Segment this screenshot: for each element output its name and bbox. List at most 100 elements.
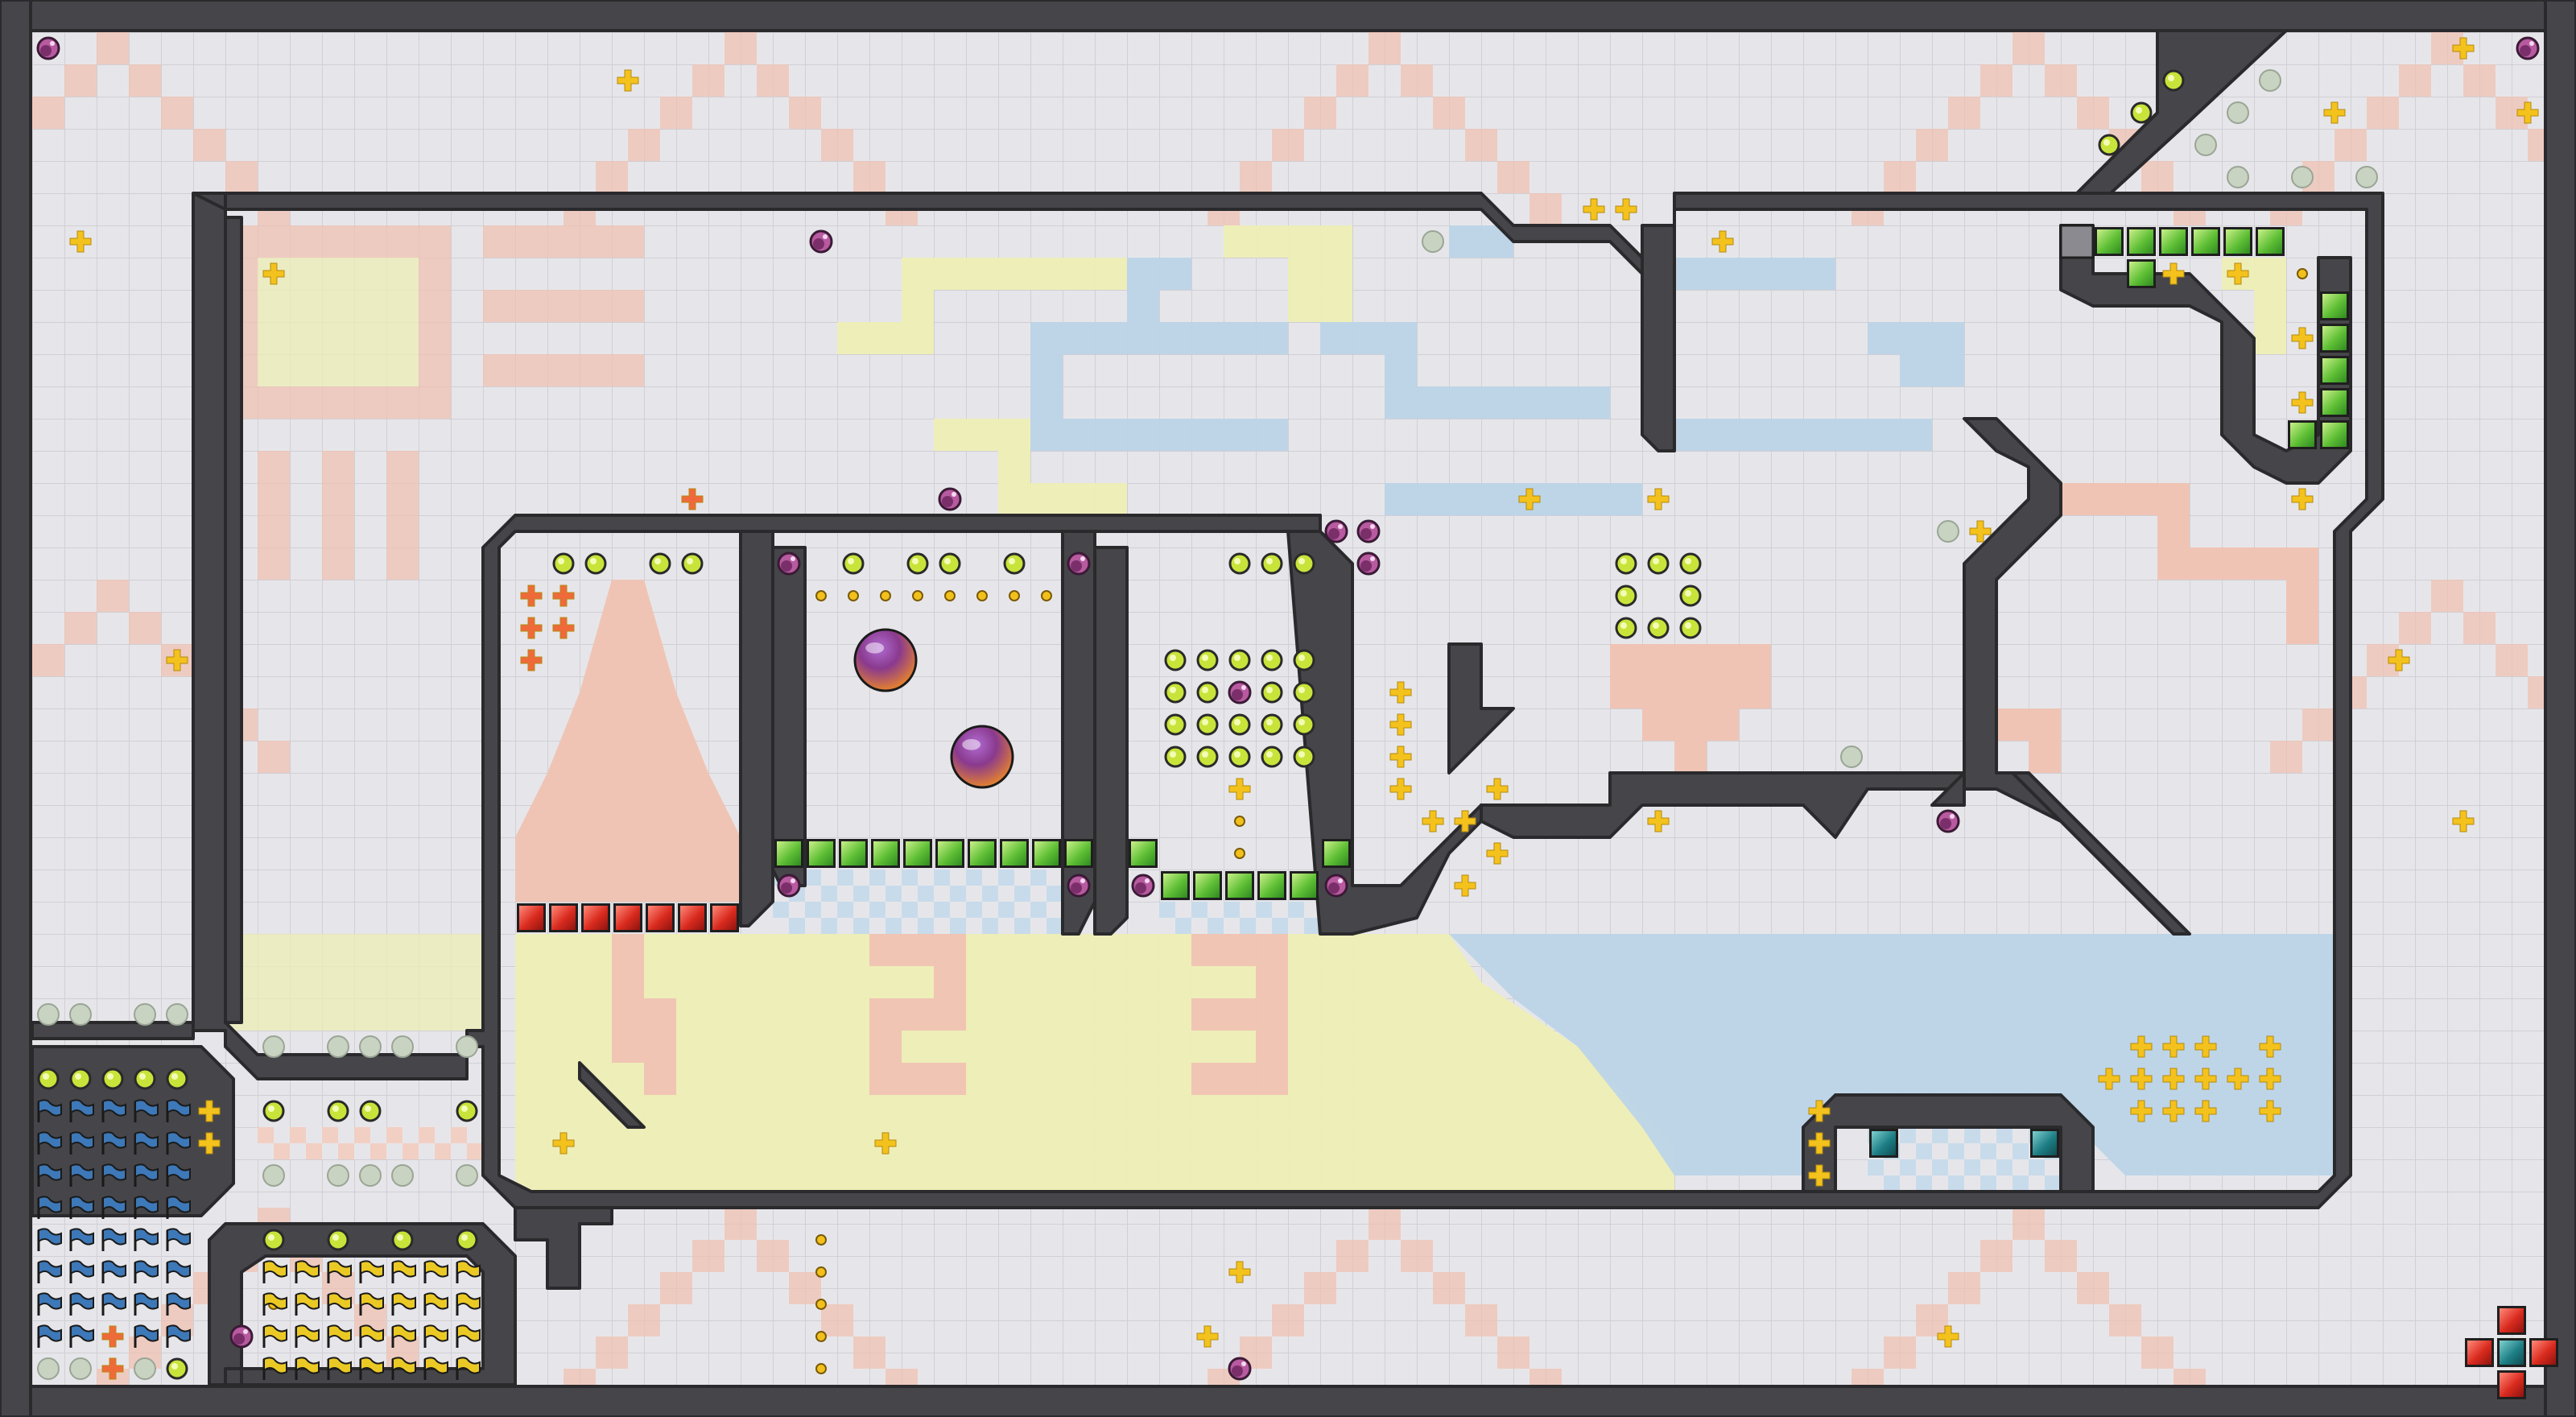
gem-icon[interactable] bbox=[777, 552, 801, 576]
gem-icon[interactable] bbox=[1131, 874, 1155, 898]
gem-icon[interactable] bbox=[809, 229, 833, 254]
cross-pickup-icon[interactable] bbox=[101, 1325, 124, 1348]
yellow-flag-icon[interactable] bbox=[295, 1292, 320, 1316]
plus-pickup-icon[interactable] bbox=[198, 1132, 221, 1155]
plus-pickup-icon[interactable] bbox=[1808, 1164, 1831, 1187]
gem-icon[interactable] bbox=[1228, 1357, 1252, 1381]
yellow-flag-icon[interactable] bbox=[456, 1292, 481, 1316]
blue-flag-icon[interactable] bbox=[101, 1196, 126, 1219]
green-block-icon[interactable] bbox=[2320, 324, 2349, 353]
blue-flag-icon[interactable] bbox=[101, 1292, 126, 1316]
plus-pickup-icon[interactable] bbox=[874, 1132, 897, 1155]
plus-pickup-icon[interactable] bbox=[1808, 1100, 1831, 1122]
blue-flag-icon[interactable] bbox=[69, 1131, 94, 1155]
plus-pickup-icon[interactable] bbox=[2291, 488, 2314, 510]
coin-icon[interactable] bbox=[456, 1100, 478, 1122]
coin-icon[interactable] bbox=[1261, 746, 1283, 768]
coin-icon[interactable] bbox=[1615, 617, 1637, 639]
coin-icon[interactable] bbox=[1293, 746, 1315, 768]
coin-icon[interactable] bbox=[1164, 649, 1187, 671]
coin-icon[interactable] bbox=[1164, 746, 1187, 768]
green-block-icon[interactable] bbox=[839, 839, 868, 868]
coin-icon[interactable] bbox=[1679, 617, 1702, 639]
green-block-icon[interactable] bbox=[968, 839, 997, 868]
gem-icon[interactable] bbox=[229, 1324, 254, 1349]
blue-flag-icon[interactable] bbox=[134, 1228, 159, 1251]
red-block-icon[interactable] bbox=[581, 903, 610, 932]
yellow-flag-icon[interactable] bbox=[391, 1357, 416, 1380]
green-block-icon[interactable] bbox=[2223, 227, 2252, 256]
yellow-flag-icon[interactable] bbox=[262, 1357, 287, 1380]
plus-pickup-icon[interactable] bbox=[2162, 262, 2185, 285]
green-block-icon[interactable] bbox=[2127, 227, 2156, 256]
green-block-icon[interactable] bbox=[2095, 227, 2124, 256]
plus-pickup-icon[interactable] bbox=[1389, 681, 1412, 704]
dot-icon[interactable] bbox=[976, 590, 988, 601]
green-block-icon[interactable] bbox=[1032, 839, 1061, 868]
dot-icon[interactable] bbox=[912, 590, 923, 601]
coin-icon[interactable] bbox=[2098, 134, 2120, 156]
plus-pickup-icon[interactable] bbox=[2516, 101, 2539, 124]
plus-pickup-icon[interactable] bbox=[166, 649, 188, 671]
blue-flag-icon[interactable] bbox=[166, 1260, 191, 1283]
coin-icon[interactable] bbox=[1228, 649, 1251, 671]
coin-icon[interactable] bbox=[456, 1229, 478, 1251]
plus-pickup-icon[interactable] bbox=[1969, 520, 1992, 543]
plus-pickup-icon[interactable] bbox=[2259, 1100, 2281, 1122]
green-block-icon[interactable] bbox=[1322, 839, 1351, 868]
dot-icon[interactable] bbox=[880, 590, 891, 601]
plus-pickup-icon[interactable] bbox=[1454, 874, 1476, 897]
blue-flag-icon[interactable] bbox=[166, 1196, 191, 1219]
gem-icon[interactable] bbox=[938, 487, 962, 511]
red-block-icon[interactable] bbox=[517, 903, 546, 932]
dot-icon[interactable] bbox=[1041, 590, 1052, 601]
plus-pickup-icon[interactable] bbox=[2259, 1068, 2281, 1090]
yellow-flag-icon[interactable] bbox=[391, 1324, 416, 1348]
yellow-flag-icon[interactable] bbox=[359, 1260, 384, 1283]
coin-icon[interactable] bbox=[1293, 649, 1315, 671]
coin-icon[interactable] bbox=[37, 1068, 60, 1090]
plus-pickup-icon[interactable] bbox=[69, 230, 92, 253]
yellow-flag-icon[interactable] bbox=[327, 1292, 352, 1316]
dot-icon[interactable] bbox=[944, 590, 956, 601]
yellow-flag-icon[interactable] bbox=[295, 1324, 320, 1348]
blue-flag-icon[interactable] bbox=[37, 1292, 62, 1316]
plus-pickup-icon[interactable] bbox=[2388, 649, 2410, 671]
blue-flag-icon[interactable] bbox=[69, 1260, 94, 1283]
yellow-flag-icon[interactable] bbox=[423, 1260, 448, 1283]
plus-pickup-icon[interactable] bbox=[2291, 327, 2314, 349]
coin-icon[interactable] bbox=[1261, 713, 1283, 736]
dot-icon[interactable] bbox=[815, 1331, 827, 1342]
coin-icon[interactable] bbox=[1679, 585, 1702, 607]
plus-pickup-icon[interactable] bbox=[198, 1100, 221, 1122]
yellow-flag-icon[interactable] bbox=[359, 1324, 384, 1348]
green-block-icon[interactable] bbox=[2288, 420, 2317, 449]
plus-pickup-icon[interactable] bbox=[2323, 101, 2346, 124]
teal-block-icon[interactable] bbox=[2030, 1129, 2059, 1158]
coin-icon[interactable] bbox=[1615, 552, 1637, 575]
yellow-flag-icon[interactable] bbox=[262, 1292, 287, 1316]
blue-flag-icon[interactable] bbox=[37, 1163, 62, 1187]
green-block-icon[interactable] bbox=[2320, 356, 2349, 385]
blue-flag-icon[interactable] bbox=[101, 1260, 126, 1283]
blue-flag-icon[interactable] bbox=[166, 1163, 191, 1187]
coin-icon[interactable] bbox=[552, 552, 575, 575]
coin-icon[interactable] bbox=[1196, 713, 1219, 736]
cross-pickup-icon[interactable] bbox=[520, 649, 543, 671]
dot-icon[interactable] bbox=[815, 590, 827, 601]
coin-icon[interactable] bbox=[134, 1068, 156, 1090]
dot-icon[interactable] bbox=[2297, 268, 2308, 279]
blue-flag-icon[interactable] bbox=[69, 1228, 94, 1251]
coin-icon[interactable] bbox=[359, 1100, 382, 1122]
green-block-icon[interactable] bbox=[903, 839, 932, 868]
coin-icon[interactable] bbox=[101, 1068, 124, 1090]
teal-block-icon[interactable] bbox=[1869, 1129, 1898, 1158]
red-block-icon[interactable] bbox=[678, 903, 707, 932]
red-block-icon[interactable] bbox=[613, 903, 642, 932]
yellow-flag-icon[interactable] bbox=[391, 1260, 416, 1283]
dot-icon[interactable] bbox=[1234, 816, 1245, 827]
red-block-icon[interactable] bbox=[646, 903, 675, 932]
plus-pickup-icon[interactable] bbox=[1518, 488, 1541, 510]
plus-pickup-icon[interactable] bbox=[1228, 778, 1251, 800]
plus-pickup-icon[interactable] bbox=[1615, 198, 1637, 221]
